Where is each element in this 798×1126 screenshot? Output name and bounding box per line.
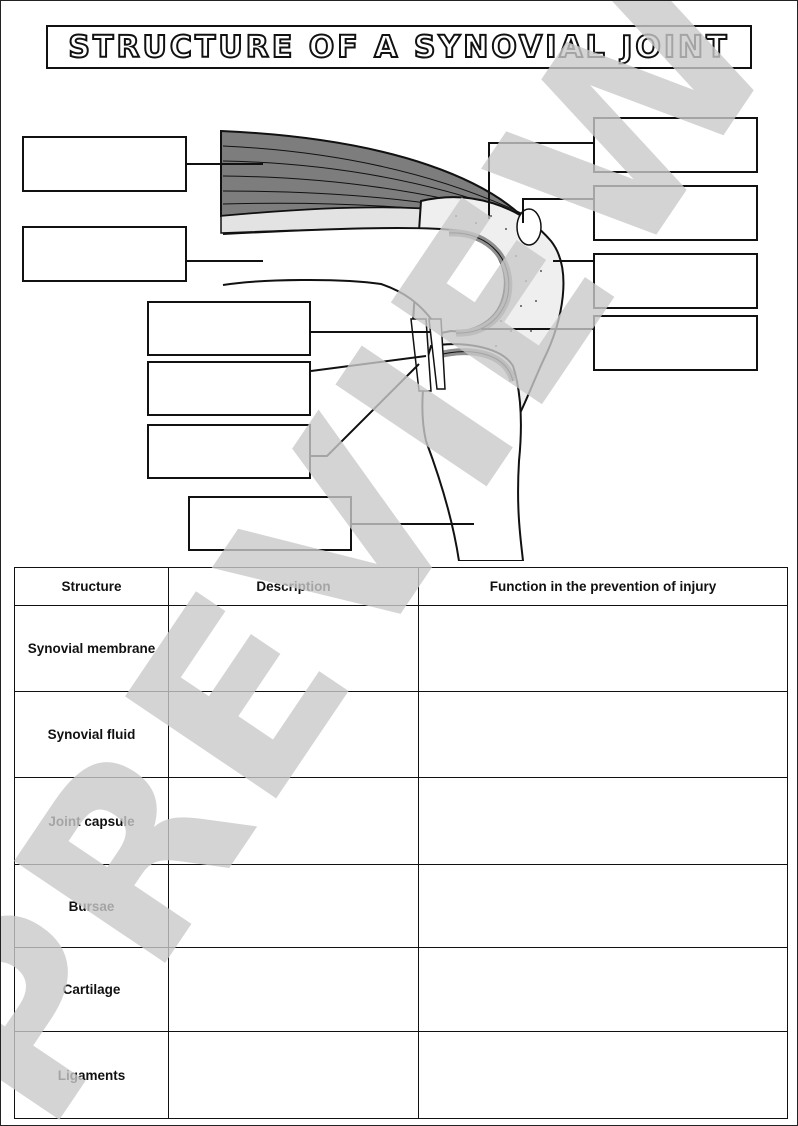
function-cell[interactable] xyxy=(418,1031,788,1119)
structure-name: Ligaments xyxy=(14,1031,169,1119)
table-row: Synovial fluid xyxy=(14,691,788,778)
structure-name: Cartilage xyxy=(14,947,169,1032)
label-box-synovial-membrane[interactable] xyxy=(593,253,758,309)
label-box-bone[interactable] xyxy=(22,226,187,282)
description-cell[interactable] xyxy=(168,864,419,948)
page-title: STRUCTURE OF A SYNOVIAL JOINT xyxy=(67,29,730,66)
bone-upper xyxy=(222,226,506,335)
label-box-ligament[interactable] xyxy=(147,361,311,416)
description-cell[interactable] xyxy=(168,1031,419,1119)
label-box-cartilage[interactable] xyxy=(147,301,311,356)
bursa-shape xyxy=(516,208,542,246)
function-cell[interactable] xyxy=(418,691,788,778)
function-cell[interactable] xyxy=(418,777,788,865)
function-cell[interactable] xyxy=(418,605,788,692)
label-box-joint-capsule-left[interactable] xyxy=(147,424,311,479)
label-box-synovial-fluid[interactable] xyxy=(593,315,758,371)
description-cell[interactable] xyxy=(168,691,419,778)
synovial-joint-diagram xyxy=(187,129,595,561)
table-row: Bursae xyxy=(14,864,788,948)
label-box-muscle[interactable] xyxy=(22,136,187,192)
header-description: Description xyxy=(168,567,419,606)
description-cell[interactable] xyxy=(168,777,419,865)
description-cell[interactable] xyxy=(168,947,419,1032)
table-row: Joint capsule xyxy=(14,777,788,865)
function-cell[interactable] xyxy=(418,864,788,948)
structure-name: Synovial membrane xyxy=(14,605,169,692)
label-box-bursa[interactable] xyxy=(593,185,758,241)
header-structure: Structure xyxy=(14,567,169,606)
ligament-shape xyxy=(410,318,446,392)
header-function: Function in the prevention of injury xyxy=(418,567,788,606)
structure-name: Bursae xyxy=(14,864,169,948)
bone-lower xyxy=(421,343,525,561)
structure-name: Synovial fluid xyxy=(14,691,169,778)
label-leader-lines xyxy=(187,142,595,525)
table-row: Cartilage xyxy=(14,947,788,1032)
structure-name: Joint capsule xyxy=(14,777,169,865)
title-banner: STRUCTURE OF A SYNOVIAL JOINT xyxy=(46,25,752,69)
table-row: Synovial membrane xyxy=(14,605,788,692)
table-row: Ligaments xyxy=(14,1031,788,1119)
table-header-row: Structure Description Function in the pr… xyxy=(14,567,788,606)
label-box-tendon[interactable] xyxy=(593,117,758,173)
description-cell[interactable] xyxy=(168,605,419,692)
structures-table: Structure Description Function in the pr… xyxy=(14,567,788,1119)
function-cell[interactable] xyxy=(418,947,788,1032)
label-box-bone-lower[interactable] xyxy=(188,496,352,551)
